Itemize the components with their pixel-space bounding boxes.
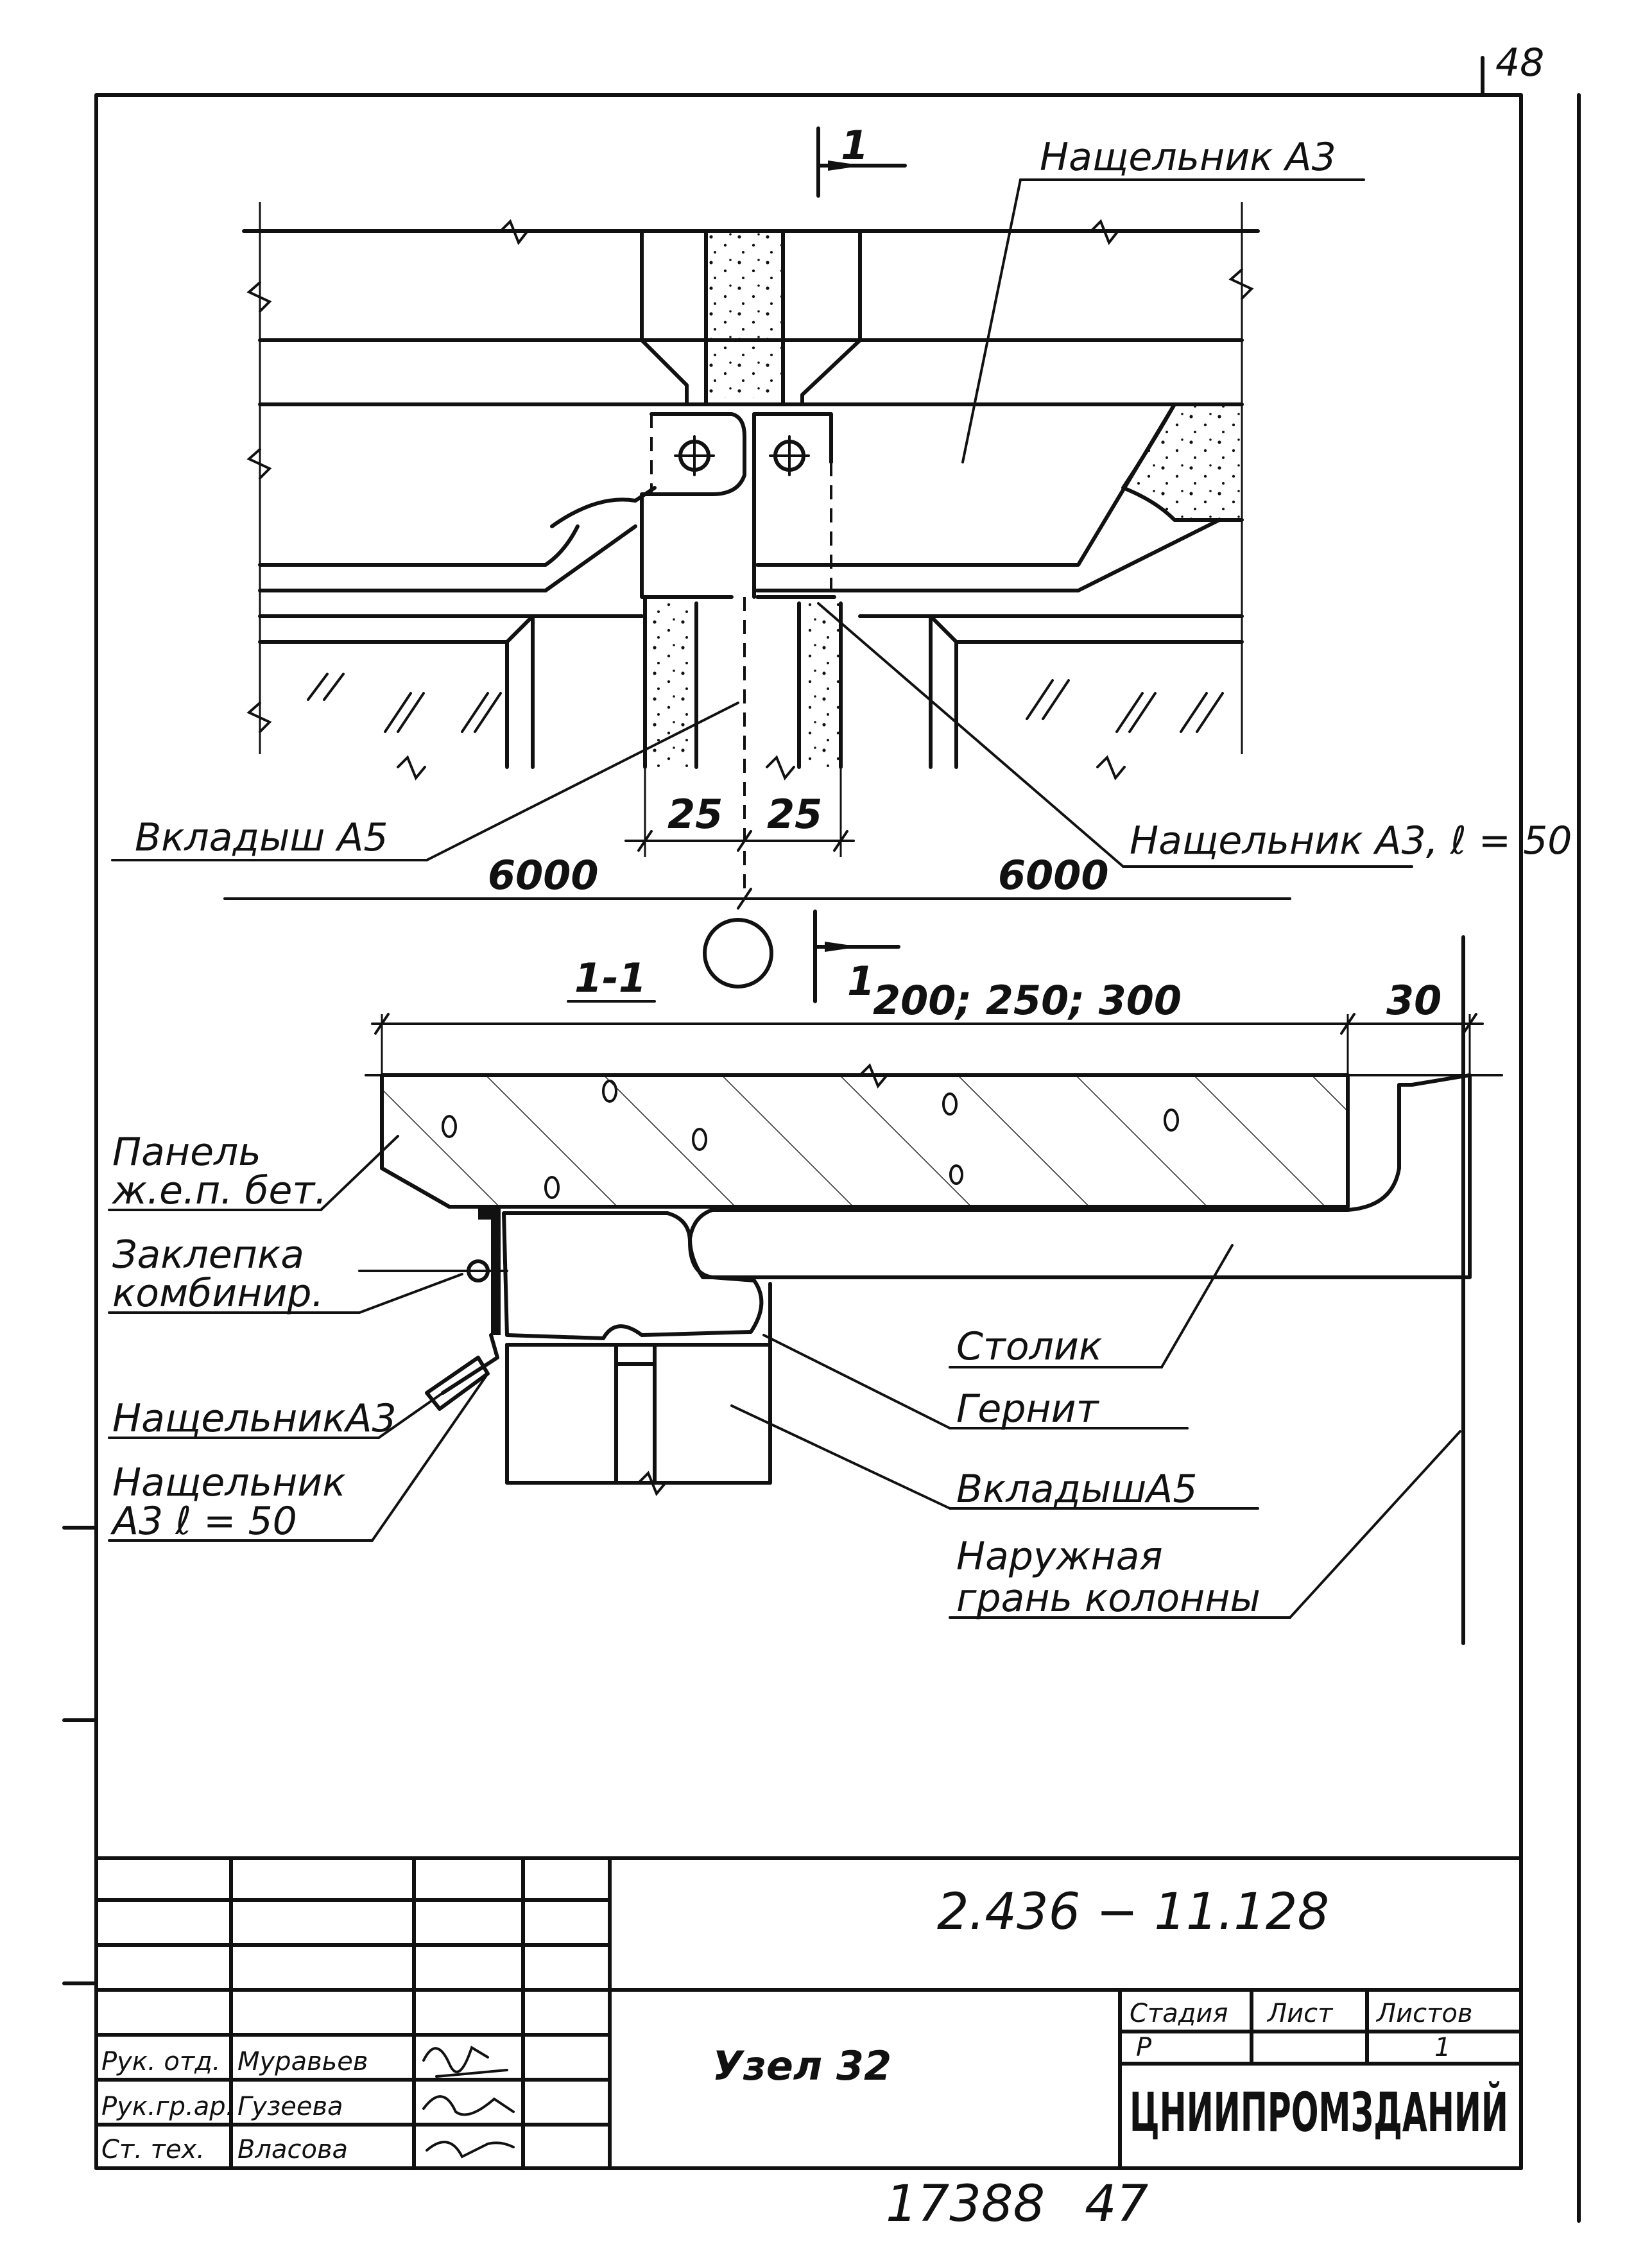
label-batten-a3-l50-plan: Нащельник А3, ℓ = 50 <box>1130 818 1572 863</box>
dim-left-span: 6000 <box>488 852 599 899</box>
dim-right-gap: 25 <box>767 791 822 838</box>
footer-page: 47 <box>1085 2175 1148 2233</box>
label-batten-a3-section: НащельникА3 <box>112 1396 397 1441</box>
dim-panel-thickness: 200; 250; 300 <box>873 977 1182 1024</box>
title-block <box>94 1856 1523 2170</box>
sheet-frame <box>62 56 1581 2223</box>
value-sheets: 1 <box>1434 2033 1450 2062</box>
organization-name: ЦНИИПРОМЗДАНИЙ <box>1130 2081 1508 2144</box>
label-rivet-2: комбинир. <box>112 1271 324 1316</box>
label-gernit: Гернит <box>956 1386 1100 1431</box>
sig-name-3: Власова <box>237 2135 348 2164</box>
section-title: 1-1 <box>574 954 646 1001</box>
header-stage: Стадия <box>1130 1999 1228 2028</box>
label-panel-2: ж.е.п. бет. <box>111 1168 327 1213</box>
label-panel-1: Панель <box>112 1130 261 1175</box>
label-insert-a5-plan: Вкладыш А5 <box>135 815 388 860</box>
dim-gap-30: 30 <box>1386 977 1441 1024</box>
sig-name-1: Муравьев <box>237 2047 368 2076</box>
value-stage: Р <box>1136 2033 1152 2062</box>
plan-section-marker: 1 <box>841 122 868 169</box>
label-batten-l50-1: Нащельник <box>112 1460 346 1505</box>
sig-role-3: Ст. тех. <box>101 2135 205 2164</box>
label-stolik: Столик <box>956 1324 1102 1369</box>
node-title: Узел 32 <box>712 2042 891 2089</box>
sig-role-1: Рук. отд. <box>101 2047 221 2076</box>
archive-number: 17388 <box>886 2175 1045 2233</box>
section-view <box>108 910 1503 1645</box>
header-sheets: Листов <box>1375 1999 1472 2028</box>
label-insert-a5-section: ВкладышА5 <box>956 1467 1198 1512</box>
sheet-number: 48 <box>1495 40 1544 85</box>
section-marker: 1 <box>847 958 875 1005</box>
sig-name-2: Гузеева <box>237 2092 343 2121</box>
plan-view <box>111 126 1413 910</box>
label-column-face-2: грань колонны <box>956 1576 1261 1621</box>
label-batten-l50-2: А3 ℓ = 50 <box>110 1499 297 1544</box>
dim-left-gap: 25 <box>667 791 723 838</box>
dim-right-span: 6000 <box>998 852 1109 899</box>
label-column-face-1: Наружная <box>956 1534 1163 1579</box>
label-batten-a3-plan: Нащельник А3 <box>1040 135 1336 180</box>
header-sheet: Лист <box>1266 1999 1334 2028</box>
sig-role-2: Рук.гр.ар. <box>101 2092 234 2121</box>
label-rivet-1: Заклепка <box>112 1232 304 1277</box>
drawing-code: 2.436 − 11.128 <box>937 1883 1329 1941</box>
